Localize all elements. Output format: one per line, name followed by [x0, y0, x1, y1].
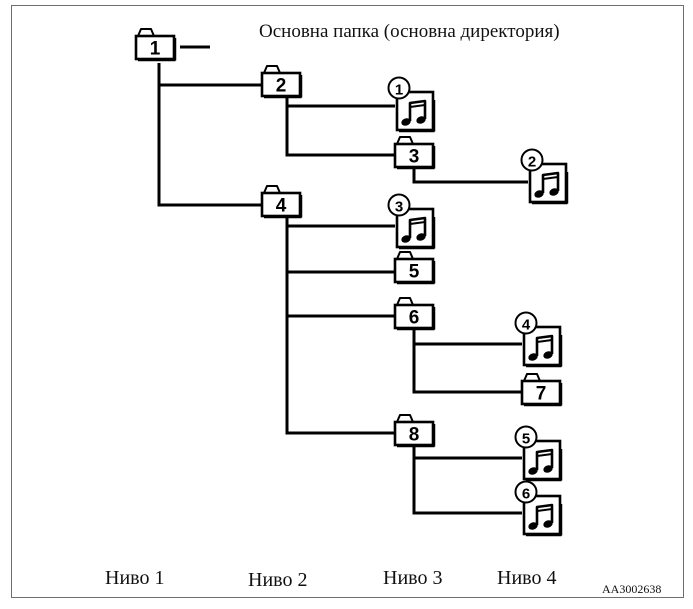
folder-icon [260, 65, 303, 99]
figure-code: AA3002638 [602, 582, 662, 596]
folder-number: 8 [409, 425, 420, 446]
folder-icon [393, 297, 436, 331]
folder-number: 4 [276, 196, 287, 217]
folder-3: 3 [393, 136, 436, 170]
folder-icon [393, 414, 436, 448]
connector-line-11 [412, 327, 522, 394]
file-②: 2 [520, 148, 569, 205]
folder-4: 4 [260, 185, 303, 219]
folder-8: 8 [393, 414, 436, 448]
folder-number: 7 [536, 384, 547, 405]
connector-line-2 [157, 63, 262, 207]
connector-line-7 [285, 216, 395, 435]
folder-2: 2 [260, 65, 303, 99]
connector-line-13 [412, 446, 522, 515]
file-number: 2 [528, 154, 536, 171]
level-3-label: Ниво 3 [383, 567, 443, 589]
file-number: 1 [395, 82, 403, 99]
level-4-label: Ниво 4 [497, 567, 557, 589]
folder-number: 3 [409, 147, 420, 168]
level-2-label: Ниво 2 [248, 569, 308, 591]
file-number: 4 [522, 317, 531, 334]
tree-nodes: 1 2 3 4 5 6 7 8 1 2 3 4 5 6 [134, 28, 569, 537]
file-④: 4 [514, 311, 563, 368]
connector-line-6 [412, 169, 528, 184]
folder-number: 6 [409, 308, 420, 329]
file-⑥: 6 [514, 480, 563, 537]
folder-5: 5 [393, 251, 436, 285]
folder-6: 6 [393, 297, 436, 331]
folder-icon [520, 373, 563, 407]
folder-number: 2 [276, 76, 287, 97]
file-⑤: 5 [514, 425, 563, 482]
file-number: 6 [522, 486, 530, 503]
file-number: 3 [395, 199, 403, 216]
file-①: 1 [387, 76, 436, 133]
root-folder-label: Основна папка (основна директория) [259, 21, 560, 42]
tree-connectors [157, 45, 528, 515]
folder-number: 5 [409, 262, 420, 283]
folder-icon [393, 251, 436, 285]
folder-number: 1 [150, 39, 161, 60]
folder-1: 1 [134, 28, 177, 62]
folder-icon [134, 28, 177, 62]
folder-icon [260, 185, 303, 219]
diagram-frame [11, 5, 684, 598]
connector-line-4 [285, 97, 395, 157]
file-number: 5 [522, 431, 530, 448]
folder-icon [393, 136, 436, 170]
file-③: 3 [387, 193, 436, 250]
level-1-label: Ниво 1 [105, 567, 165, 589]
folder-7: 7 [520, 373, 563, 407]
